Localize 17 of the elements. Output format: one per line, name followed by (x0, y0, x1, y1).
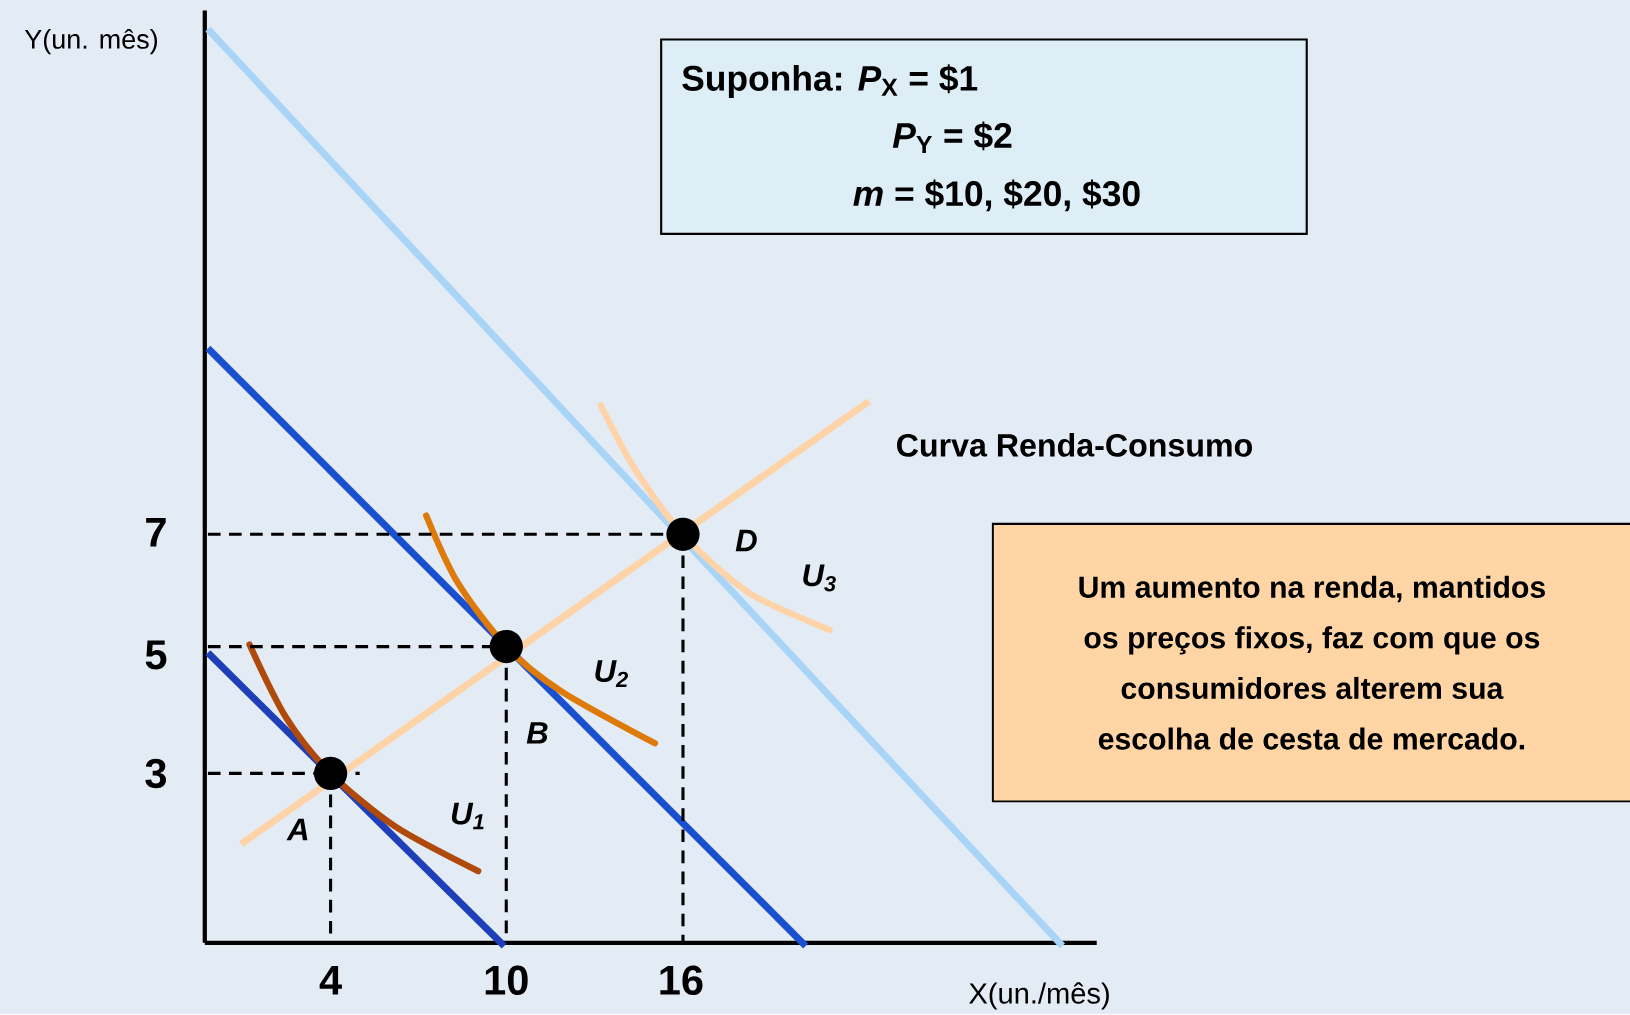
axis-title: Y(un. mês) (24, 29, 157, 55)
curve-label: U$_{1}$ (451, 803, 484, 830)
tick-label: 7 (146, 518, 166, 547)
tick-label: 16 (660, 965, 703, 996)
tick-label: 4 (319, 966, 342, 995)
assumption-box: Suponha: P$_{X}$ = $1 P$_{Y}$ = $2 m = $10, $20, $30 (660, 38, 1308, 236)
curve-label: U$_{2}$ (595, 660, 628, 688)
point-label: B (526, 722, 548, 744)
tick-label: 10 (485, 965, 528, 996)
tick-label: 3 (145, 758, 166, 789)
point-label: A (286, 819, 308, 841)
axis-title: X(un./mês) (969, 982, 1109, 1010)
tick-label: 5 (145, 640, 167, 670)
point-label: D (735, 530, 757, 552)
curve-label: U$_{3}$ (803, 564, 836, 592)
curve-label: Curva Renda-Consumo (897, 433, 1252, 457)
note-box: Um aumento na renda, mantidos os preços fixos, faz com que os consumidores alterem sua escolha de cesta de mercado. (991, 523, 1630, 803)
